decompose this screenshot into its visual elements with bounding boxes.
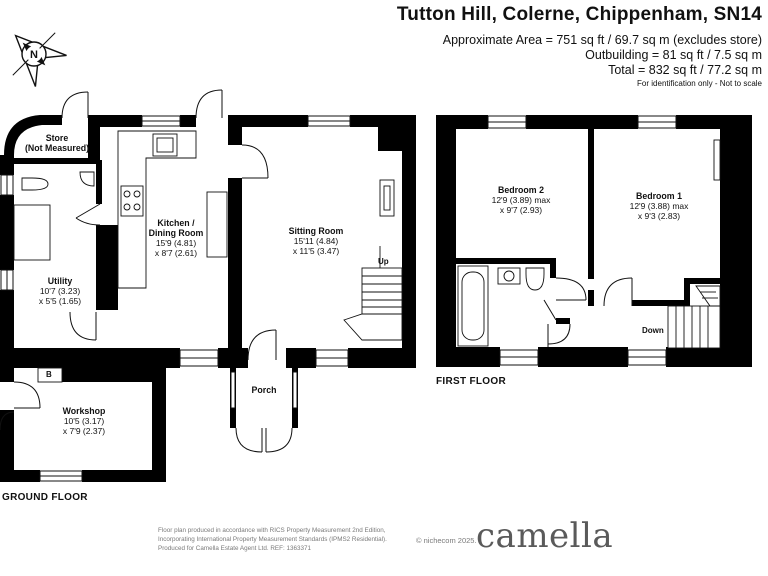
first-floor-fixtures: [457, 139, 721, 349]
footer-disclaimer: Floor plan produced in accordance with R…: [158, 527, 387, 552]
boiler-label: B: [46, 370, 52, 379]
stairs-down-label: Down: [642, 326, 664, 335]
stairs-up-label: Up: [378, 257, 389, 266]
room-kitchen-dining: Kitchen / Dining Room 15'9 (4.81) x 8'7 …: [148, 218, 204, 258]
footer-copyright: © nichecom 2025.: [416, 536, 477, 545]
room-workshop: Workshop 10'5 (3.17) x 7'9 (2.37): [62, 406, 106, 436]
total-area: Total = 832 sq ft / 77.2 sq m: [608, 63, 762, 77]
ground-floor-label: GROUND FLOOR: [2, 492, 88, 503]
approximate-area: Approximate Area = 751 sq ft / 69.7 sq m…: [442, 33, 762, 47]
outbuilding-area: Outbuilding = 81 sq ft / 7.5 sq m: [585, 48, 762, 62]
room-store: Store (Not Measured): [24, 133, 90, 153]
ground-floor-doors: [0, 89, 293, 453]
identification-note: For identification only - Not to scale: [637, 79, 762, 88]
ground-floor-fixtures: [13, 130, 403, 383]
compass-icon: N: [12, 32, 67, 87]
room-bedroom-1: Bedroom 1 12'9 (3.88) max x 9'3 (2.83): [629, 191, 689, 221]
room-porch: Porch: [251, 385, 277, 395]
compass-north-letter: N: [30, 49, 38, 61]
room-bedroom-2: Bedroom 2 12'9 (3.89) max x 9'7 (2.93): [491, 185, 551, 215]
first-floor-windows: [487, 115, 677, 366]
first-floor-label: FIRST FLOOR: [436, 376, 506, 387]
property-address: Tutton Hill, Colerne, Chippenham, SN14: [396, 4, 762, 25]
ground-floor-windows: [0, 115, 351, 482]
store-curved-wall: [4, 115, 62, 155]
room-utility: Utility 10'7 (3.23) x 5'5 (1.65): [38, 276, 82, 306]
room-sitting: Sitting Room 15'11 (4.84) x 11'5 (3.47): [288, 226, 344, 256]
ground-floor-plan: [0, 115, 416, 482]
first-floor-plan: [436, 115, 752, 367]
first-floor-doors: [543, 277, 633, 347]
camella-logo: camella: [476, 516, 614, 556]
